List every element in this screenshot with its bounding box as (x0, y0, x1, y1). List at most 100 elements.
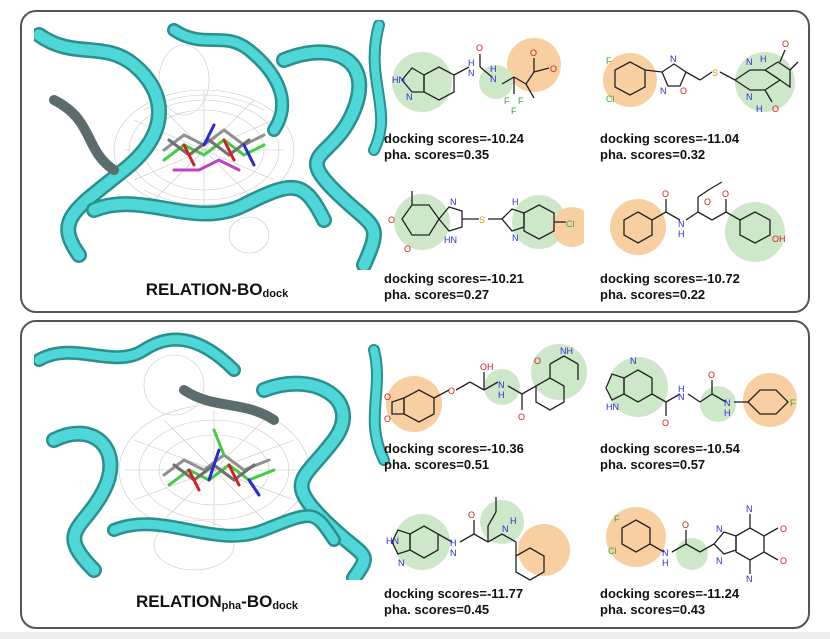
atom-label: Cl (606, 94, 615, 104)
pharmacophore-score: pha. scores=0.45 (384, 602, 490, 617)
molecule-structure: N HN O H N O N H F (605, 356, 797, 428)
protein-ligand-complex-image (34, 330, 399, 580)
atom-label: O (680, 86, 687, 96)
pharmacophore-score: pha. scores=0.57 (600, 457, 706, 472)
atom-label: O (518, 412, 525, 422)
protein-ribbon-illustration (34, 330, 399, 580)
molecule-structure: HN N H N O N H O O F F F (392, 38, 561, 116)
atom-label: N (502, 524, 509, 534)
protein-ligand-complex-image (34, 20, 399, 270)
atom-label: H (724, 408, 731, 418)
atom-label: H (512, 197, 519, 207)
atom-label: H (490, 64, 497, 74)
atom-label: Cl (566, 219, 575, 229)
molecule-structure: F Cl N N O S N N H H O O (603, 39, 799, 114)
atom-label: HN (606, 402, 619, 412)
molecule-card: O O N HN S H N Cl docking scores=-10.21 … (384, 177, 599, 303)
atom-label: F (614, 514, 620, 524)
atom-label: N (468, 68, 475, 78)
atom-label: N (662, 548, 669, 558)
atom-label: N (678, 392, 685, 402)
docking-score: docking scores=-10.54 (600, 441, 740, 456)
pharmacophore-score: pha. scores=0.22 (600, 287, 706, 302)
atom-label: N (490, 74, 497, 84)
atom-label: O (704, 197, 711, 207)
atom-label: O (534, 356, 541, 366)
pharmacophore-score: pha. scores=0.51 (384, 457, 490, 472)
atom-label: O (782, 39, 789, 49)
method-label: RELATION-BOdock (145, 280, 289, 300)
docked-ligands (162, 428, 276, 497)
atom-label: O (722, 189, 729, 199)
atom-label: O (780, 556, 787, 566)
protein-ribbons (34, 20, 388, 270)
molecule-card: F Cl N H O N N N O O N docking scores=-1… (600, 492, 808, 618)
atom-label: O (708, 370, 715, 380)
atom-label: HN (444, 235, 457, 245)
atom-label: O (662, 189, 669, 199)
atom-label: N (398, 558, 405, 568)
pharmacophore-score: pha. scores=0.27 (384, 287, 490, 302)
docking-score: docking scores=-10.72 (600, 271, 740, 286)
atom-label: O (476, 43, 483, 53)
atom-label: N (746, 574, 753, 582)
atom-label: F (790, 398, 796, 408)
atom-label: O (448, 386, 455, 396)
atom-label: OH (772, 234, 786, 244)
method-label: RELATIONpha-BOdock (135, 592, 299, 612)
molecule-structure: F Cl N H O N N N O O N (606, 504, 787, 582)
molecule-structure: O N H O O OH (610, 181, 786, 262)
molecule-card: HN N H N O N H docking scores=-11.77 pha… (384, 492, 599, 618)
atom-label: N (670, 54, 677, 64)
atom-label: S (712, 68, 718, 78)
atom-label: F (511, 106, 517, 116)
molecule-card: O N H O O OH docking scores=-10.72 pha. … (600, 177, 808, 303)
pharmacophore-score: pha. scores=0.43 (600, 602, 706, 617)
atom-label: OH (480, 362, 494, 372)
atom-label: N (450, 548, 457, 558)
atom-label: N (724, 398, 731, 408)
atom-label: H (510, 516, 517, 526)
atom-label: N (450, 197, 457, 207)
atom-label: N (512, 233, 519, 243)
docking-score: docking scores=-11.24 (600, 586, 740, 601)
panel-relation-pha-bo-dock: RELATIONpha-BOdock (20, 320, 810, 629)
atom-label: H (498, 390, 505, 400)
pharmacophore-score: pha. scores=0.32 (600, 147, 706, 162)
panel-relation-bo-dock: RELATION-BOdock HN N H (20, 10, 810, 313)
atom-label: N (660, 86, 667, 96)
atom-label: O (662, 418, 669, 428)
docking-score: docking scores=-10.21 (384, 271, 524, 286)
atom-label: H (760, 54, 767, 64)
docking-score: docking scores=-10.36 (384, 441, 524, 456)
atom-label: O (384, 414, 391, 424)
atom-label: N (716, 556, 723, 566)
atom-label: O (682, 520, 689, 530)
atom-label: Cl (608, 546, 617, 556)
atom-label: HN (386, 536, 399, 546)
pharmacophore-score: pha. scores=0.35 (384, 147, 490, 162)
atom-label: NH (560, 346, 573, 356)
electron-density-mesh (113, 44, 295, 254)
docking-score: docking scores=-10.24 (384, 131, 524, 146)
atom-label: H (756, 104, 763, 114)
molecule-card: N HN O H N O N H F docking scores=-10.54… (600, 342, 808, 473)
atom-label: H (678, 384, 685, 394)
atom-label: N (630, 356, 637, 366)
molecule-structure: O O N HN S H N Cl (388, 191, 584, 254)
atom-label: N (746, 504, 753, 514)
atom-label: O (530, 48, 537, 58)
page-bottom-strip (0, 632, 830, 639)
molecule-card: F Cl N N O S N N H H O O docking scores=… (600, 32, 808, 163)
atom-label: H (468, 58, 475, 68)
atom-label: H (678, 229, 685, 239)
atom-label: N (746, 92, 753, 102)
atom-label: O (384, 392, 391, 402)
molecule-structure: O O O OH N H O O NH (384, 344, 587, 432)
atom-label: O (772, 104, 779, 114)
atom-label: H (662, 558, 669, 568)
molecule-card: O O O OH N H O O NH docking scores=-10.3… (384, 342, 599, 473)
docking-score: docking scores=-11.77 (384, 586, 524, 601)
atom-label: F (606, 56, 612, 66)
protein-ribbons (34, 332, 390, 580)
